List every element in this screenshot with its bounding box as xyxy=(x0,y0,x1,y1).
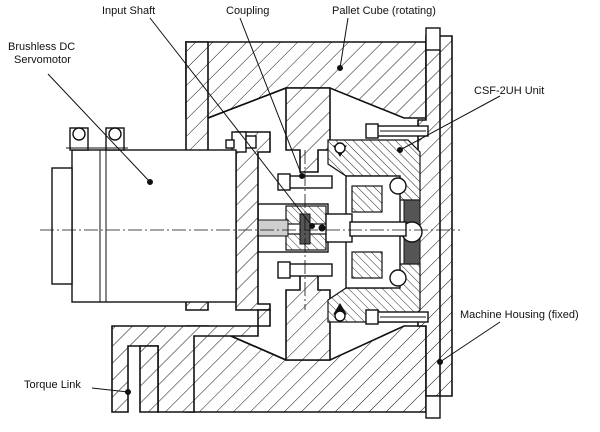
label-input-shaft: Input Shaft xyxy=(102,5,155,17)
label-torque-link: Torque Link xyxy=(24,379,81,391)
label-csf-unit: CSF-2UH Unit xyxy=(474,85,544,97)
label-coupling: Coupling xyxy=(226,5,269,17)
label-brushless-motor-1: Brushless DC xyxy=(8,41,75,53)
label-pallet-cube: Pallet Cube (rotating) xyxy=(332,5,436,17)
leader-lines xyxy=(47,17,501,395)
servomotor xyxy=(51,127,237,303)
label-brushless-motor-2: Servomotor xyxy=(14,54,71,66)
label-machine-housing: Machine Housing (fixed) xyxy=(460,309,579,321)
